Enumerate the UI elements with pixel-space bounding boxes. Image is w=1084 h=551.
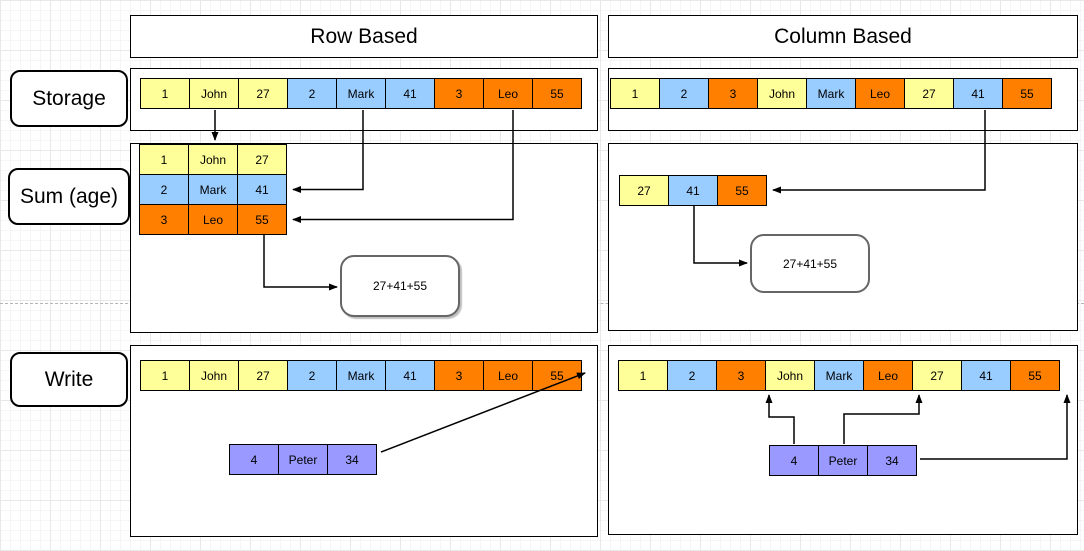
data-cell: 41 <box>385 78 435 109</box>
column-based-header: Column Based <box>608 15 1078 58</box>
data-cell: 1 <box>610 78 660 109</box>
data-cell: 27 <box>237 144 287 175</box>
data-cell: 3 <box>716 360 766 391</box>
data-cell: 1 <box>618 360 668 391</box>
column-based-sum-result-text: 27+41+55 <box>782 256 838 271</box>
data-cell: John <box>765 360 815 391</box>
row-based-header: Row Based <box>130 15 598 58</box>
data-cell: 41 <box>953 78 1003 109</box>
label-write-text: Write <box>44 367 94 391</box>
label-storage: Storage <box>10 70 128 127</box>
label-sum-age: Sum (age) <box>8 168 130 225</box>
data-cell: Peter <box>278 444 328 475</box>
label-write: Write <box>10 352 128 407</box>
data-cell: John <box>189 78 239 109</box>
row-based-sum-result-box: 27+41+55 <box>340 255 460 317</box>
data-cell: 55 <box>717 175 767 206</box>
label-sum-age-text: Sum (age) <box>19 184 119 208</box>
data-cell: Peter <box>818 445 868 476</box>
data-cell: 55 <box>1010 360 1060 391</box>
data-cell: John <box>189 360 239 391</box>
column-based-sum-result-box: 27+41+55 <box>750 234 870 293</box>
data-cell: 2 <box>287 78 337 109</box>
data-cell: 3 <box>434 78 484 109</box>
data-cell: 41 <box>385 360 435 391</box>
data-cell: 41 <box>668 175 718 206</box>
data-cell: 27 <box>238 360 288 391</box>
data-cell: 3 <box>139 204 189 235</box>
data-cell: 4 <box>769 445 819 476</box>
data-cell: 3 <box>434 360 484 391</box>
data-cell: Mark <box>336 360 386 391</box>
data-cell: 2 <box>287 360 337 391</box>
data-cell: Leo <box>855 78 905 109</box>
data-cell: Leo <box>483 78 533 109</box>
data-cell: Leo <box>188 204 238 235</box>
data-cell: 34 <box>327 444 377 475</box>
data-cell: 55 <box>532 360 582 391</box>
label-storage-text: Storage <box>32 86 106 110</box>
data-cell: 27 <box>238 78 288 109</box>
data-cell: 2 <box>139 174 189 205</box>
data-cell: Mark <box>188 174 238 205</box>
data-cell: 27 <box>904 78 954 109</box>
row-based-title: Row Based <box>310 24 418 48</box>
data-cell: 41 <box>237 174 287 205</box>
data-cell: 34 <box>867 445 917 476</box>
data-cell: John <box>188 144 238 175</box>
data-cell: 2 <box>659 78 709 109</box>
column-based-title: Column Based <box>774 24 912 48</box>
data-cell: 2 <box>667 360 717 391</box>
data-cell: 1 <box>140 360 190 391</box>
data-cell: Leo <box>483 360 533 391</box>
data-cell: 4 <box>229 444 279 475</box>
data-cell: John <box>757 78 807 109</box>
data-cell: 1 <box>139 144 189 175</box>
data-cell: 27 <box>619 175 669 206</box>
data-cell: Mark <box>806 78 856 109</box>
row-based-sum-result-text: 27+41+55 <box>372 279 428 293</box>
data-cell: 1 <box>140 78 190 109</box>
data-cell: 3 <box>708 78 758 109</box>
data-cell: 55 <box>532 78 582 109</box>
data-cell: 55 <box>237 204 287 235</box>
data-cell: 27 <box>912 360 962 391</box>
data-cell: Mark <box>814 360 864 391</box>
data-cell: Leo <box>863 360 913 391</box>
data-cell: 41 <box>961 360 1011 391</box>
data-cell: 55 <box>1002 78 1052 109</box>
data-cell: Mark <box>336 78 386 109</box>
